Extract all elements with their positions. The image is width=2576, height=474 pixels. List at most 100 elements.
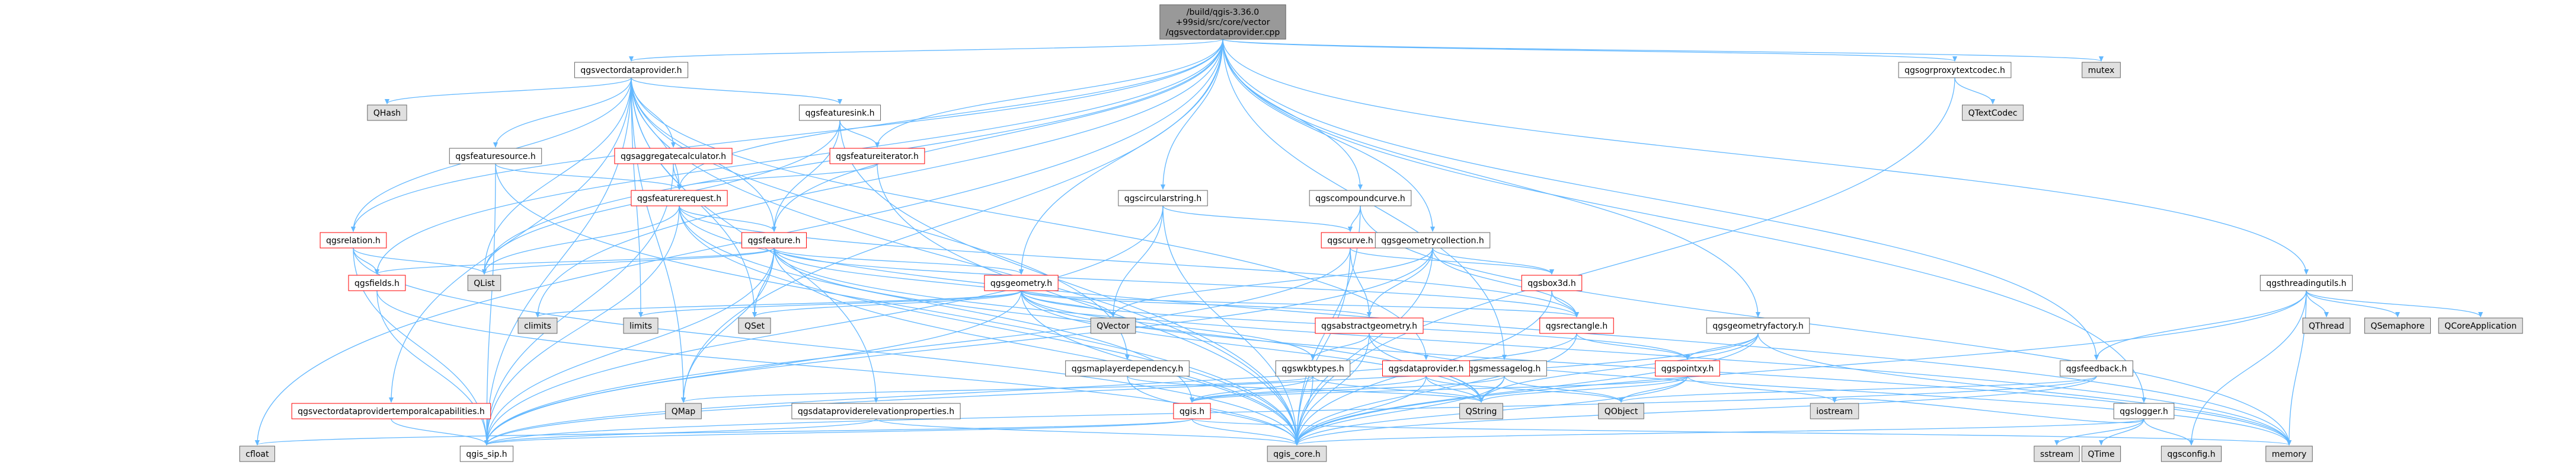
node-label: QTime bbox=[2088, 450, 2114, 459]
edge-qgslogger_h-to-qgsconfig_h bbox=[2143, 418, 2191, 445]
edge-qgsfeaturesource_h-to-qgsfeaturerequest_h bbox=[495, 163, 679, 189]
edge-qgsgeometry_h-to-qgswkbtypes_h bbox=[1021, 290, 1313, 360]
node-label: qgsbox3d.h bbox=[1527, 279, 1576, 288]
edge-qgsfeature_h-to-qgis_sip_h bbox=[487, 247, 775, 445]
node-label: qgscurve.h bbox=[1327, 236, 1373, 246]
edge-qgis_h-to-qgis_core_h bbox=[1191, 418, 1297, 445]
edge-qgsfeedback_h-to-qgis_core_h bbox=[1297, 376, 2097, 445]
node-qgsfeaturesource-h[interactable]: qgsfeaturesource.h bbox=[449, 148, 542, 164]
node-qgslogger-h[interactable]: qgslogger.h bbox=[2113, 403, 2175, 419]
node-box bbox=[623, 317, 659, 334]
node-qgsgeometrycollection-h[interactable]: qgsgeometrycollection.h bbox=[1375, 232, 1491, 249]
edge-qgsthreadingutils_h-to-qcoreapplication bbox=[2306, 290, 2481, 317]
node-box bbox=[1267, 446, 1327, 462]
edge-qgscurve_h-to-qgsbox3d_h bbox=[1350, 247, 1552, 274]
node-qgsdataproviderelevationproperties-h[interactable]: qgsdataproviderelevationproperties.h bbox=[791, 403, 961, 419]
node-box bbox=[1810, 403, 1859, 419]
node-qgsabstractgeometry-h[interactable]: qgsabstractgeometry.h bbox=[1315, 317, 1424, 334]
node-memory: memory bbox=[2265, 446, 2313, 462]
node-box bbox=[1118, 190, 1208, 206]
node-qgsfeaturerequest-h[interactable]: qgsfeaturerequest.h bbox=[631, 190, 728, 206]
node-box bbox=[367, 104, 407, 121]
node-qgscurve-h[interactable]: qgscurve.h bbox=[1321, 232, 1380, 249]
edge-qgsvectordataprovider_h-to-qlist bbox=[484, 77, 632, 274]
node-qgsfeedback-h[interactable]: qgsfeedback.h bbox=[2060, 360, 2133, 377]
node-label: qgsaggregatecalculator.h bbox=[621, 152, 726, 161]
node-qgsmaplayerdependency-h[interactable]: qgsmaplayerdependency.h bbox=[1065, 360, 1190, 377]
node-box bbox=[1275, 360, 1351, 377]
node-qgis-sip-h[interactable]: qgis_sip.h bbox=[459, 446, 514, 462]
node-label: qgsfields.h bbox=[354, 279, 399, 288]
node-qgscompoundcurve-h[interactable]: qgscompoundcurve.h bbox=[1309, 190, 1412, 206]
node-qgsconfig-h: qgsconfig.h bbox=[2160, 446, 2222, 462]
edge-qgsmessagelog_h-to-qgis_h bbox=[1192, 376, 1505, 402]
node-qgsrectangle-h[interactable]: qgsrectangle.h bbox=[1539, 317, 1614, 334]
edge-qgis_h-to-qgis_sip_h bbox=[487, 418, 1193, 445]
node-qgsrelation-h[interactable]: qgsrelation.h bbox=[319, 232, 387, 249]
node-qvector: QVector bbox=[1090, 317, 1136, 334]
edge-qgsvectordataprovidertemporalcapabilities_h-to-qgis_sip_h bbox=[391, 418, 487, 445]
edge-qgsfeature_h-to-qgis_core_h bbox=[774, 247, 1297, 445]
node-label: qgsdataprovider.h bbox=[1389, 364, 1464, 374]
edge-qgsrelation_h-to-qlist bbox=[353, 247, 484, 274]
node-qgswkbtypes-h[interactable]: qgswkbtypes.h bbox=[1275, 360, 1351, 377]
node-qgsaggregatecalculator-h[interactable]: qgsaggregatecalculator.h bbox=[614, 148, 733, 164]
node-qgscircularstring-h[interactable]: qgscircularstring.h bbox=[1118, 190, 1208, 206]
node-qstring: QString bbox=[1459, 403, 1503, 419]
node-qtime: QTime bbox=[2081, 446, 2121, 462]
edge-qgsdataprovider_h-to-qgis_core_h bbox=[1297, 376, 1427, 445]
node-qgsogrproxytextcodec-h[interactable]: qgsogrproxytextcodec.h bbox=[1898, 62, 2012, 78]
node-box bbox=[1598, 403, 1644, 419]
edge-qgsvectordataprovider_h-to-qgsfeaturesource_h bbox=[496, 77, 632, 147]
node-qgspointxy-h[interactable]: qgspointxy.h bbox=[1655, 360, 1720, 377]
node-qgsmessagelog-h[interactable]: qgsmessagelog.h bbox=[1462, 360, 1547, 377]
edge-qgsabstractgeometry_h-to-qgswkbtypes_h bbox=[1313, 333, 1370, 360]
node-qgsvectordataprovider-h[interactable]: qgsvectordataprovider.h bbox=[574, 62, 689, 78]
node-label: qgsthreadingutils.h bbox=[2266, 279, 2346, 288]
edge-root-to-qgsgeometry_h bbox=[1021, 39, 1223, 274]
edge-root-to-qgsrelation_h bbox=[353, 39, 1223, 231]
node-label: mutex bbox=[2088, 66, 2115, 75]
node-label: QString bbox=[1466, 407, 1497, 416]
node-label: /build/qgis-3.36.0+99sid/src/core/vector… bbox=[1166, 8, 1280, 37]
node-box bbox=[1706, 317, 1810, 334]
node-label: qgswkbtypes.h bbox=[1281, 364, 1344, 374]
node-label: memory bbox=[2272, 450, 2307, 459]
node-qgsvectordataprovidertemporalcapabilities-h[interactable]: qgsvectordataprovidertemporalcapabilitie… bbox=[291, 403, 491, 419]
node-box bbox=[742, 232, 807, 249]
edge-qgsogrproxytextcodec_h-to-qtextcodec bbox=[1954, 77, 1993, 104]
node-root[interactable]: /build/qgis-3.36.0+99sid/src/core/vector… bbox=[1159, 4, 1286, 40]
node-label: qgis_sip.h bbox=[466, 450, 507, 459]
node-box bbox=[2034, 446, 2080, 462]
node-qgsfields-h[interactable]: qgsfields.h bbox=[348, 275, 406, 291]
node-qgsfeaturesink-h[interactable]: qgsfeaturesink.h bbox=[798, 104, 881, 121]
node-box bbox=[1459, 403, 1503, 419]
edge-qgswkbtypes_h-to-qmap bbox=[683, 376, 1313, 402]
node-label: QList bbox=[474, 279, 495, 288]
node-box bbox=[1382, 360, 1470, 377]
edge-qgscurve_h-to-qgis_core_h bbox=[1297, 247, 1351, 445]
edge-qgslogger_h-to-qtime bbox=[2101, 418, 2144, 445]
node-qgsdataprovider-h[interactable]: qgsdataprovider.h bbox=[1382, 360, 1470, 377]
node-qgsfeatureiterator-h[interactable]: qgsfeatureiterator.h bbox=[829, 148, 925, 164]
edge-qgsvectordataprovider_h-to-qgsdataprovider_h bbox=[631, 77, 1426, 360]
node-label: qgsgeometryfactory.h bbox=[1712, 322, 1804, 331]
node-box bbox=[1898, 62, 2012, 78]
node-qgsgeometryfactory-h[interactable]: qgsgeometryfactory.h bbox=[1706, 317, 1810, 334]
node-label: qgsvectordataprovider.h bbox=[580, 66, 682, 75]
edge-qgsthreadingutils_h-to-memory bbox=[2289, 290, 2307, 445]
node-label: qgsfeedback.h bbox=[2066, 364, 2127, 374]
node-label: qgsvectordataprovidertemporalcapabilitie… bbox=[298, 407, 484, 416]
node-climits: climits bbox=[517, 317, 558, 334]
node-qgsbox3d-h[interactable]: qgsbox3d.h bbox=[1521, 275, 1583, 291]
node-qgsthreadingutils-h[interactable]: qgsthreadingutils.h bbox=[2259, 275, 2353, 291]
node-box bbox=[449, 148, 542, 164]
node-label: QCoreApplication bbox=[2444, 322, 2517, 331]
edge-root-to-qgsogrproxytextcodec_h bbox=[1222, 39, 1955, 61]
node-qgsgeometry-h[interactable]: qgsgeometry.h bbox=[984, 275, 1059, 291]
node-label: QThread bbox=[2309, 322, 2344, 331]
node-qgis-h[interactable]: qgis.h bbox=[1173, 403, 1211, 419]
edge-qgsdataproviderelevationproperties_h-to-qgis_sip_h bbox=[487, 418, 877, 445]
node-label: qgsfeaturesink.h bbox=[805, 109, 874, 118]
node-qgsfeature-h[interactable]: qgsfeature.h bbox=[742, 232, 807, 249]
